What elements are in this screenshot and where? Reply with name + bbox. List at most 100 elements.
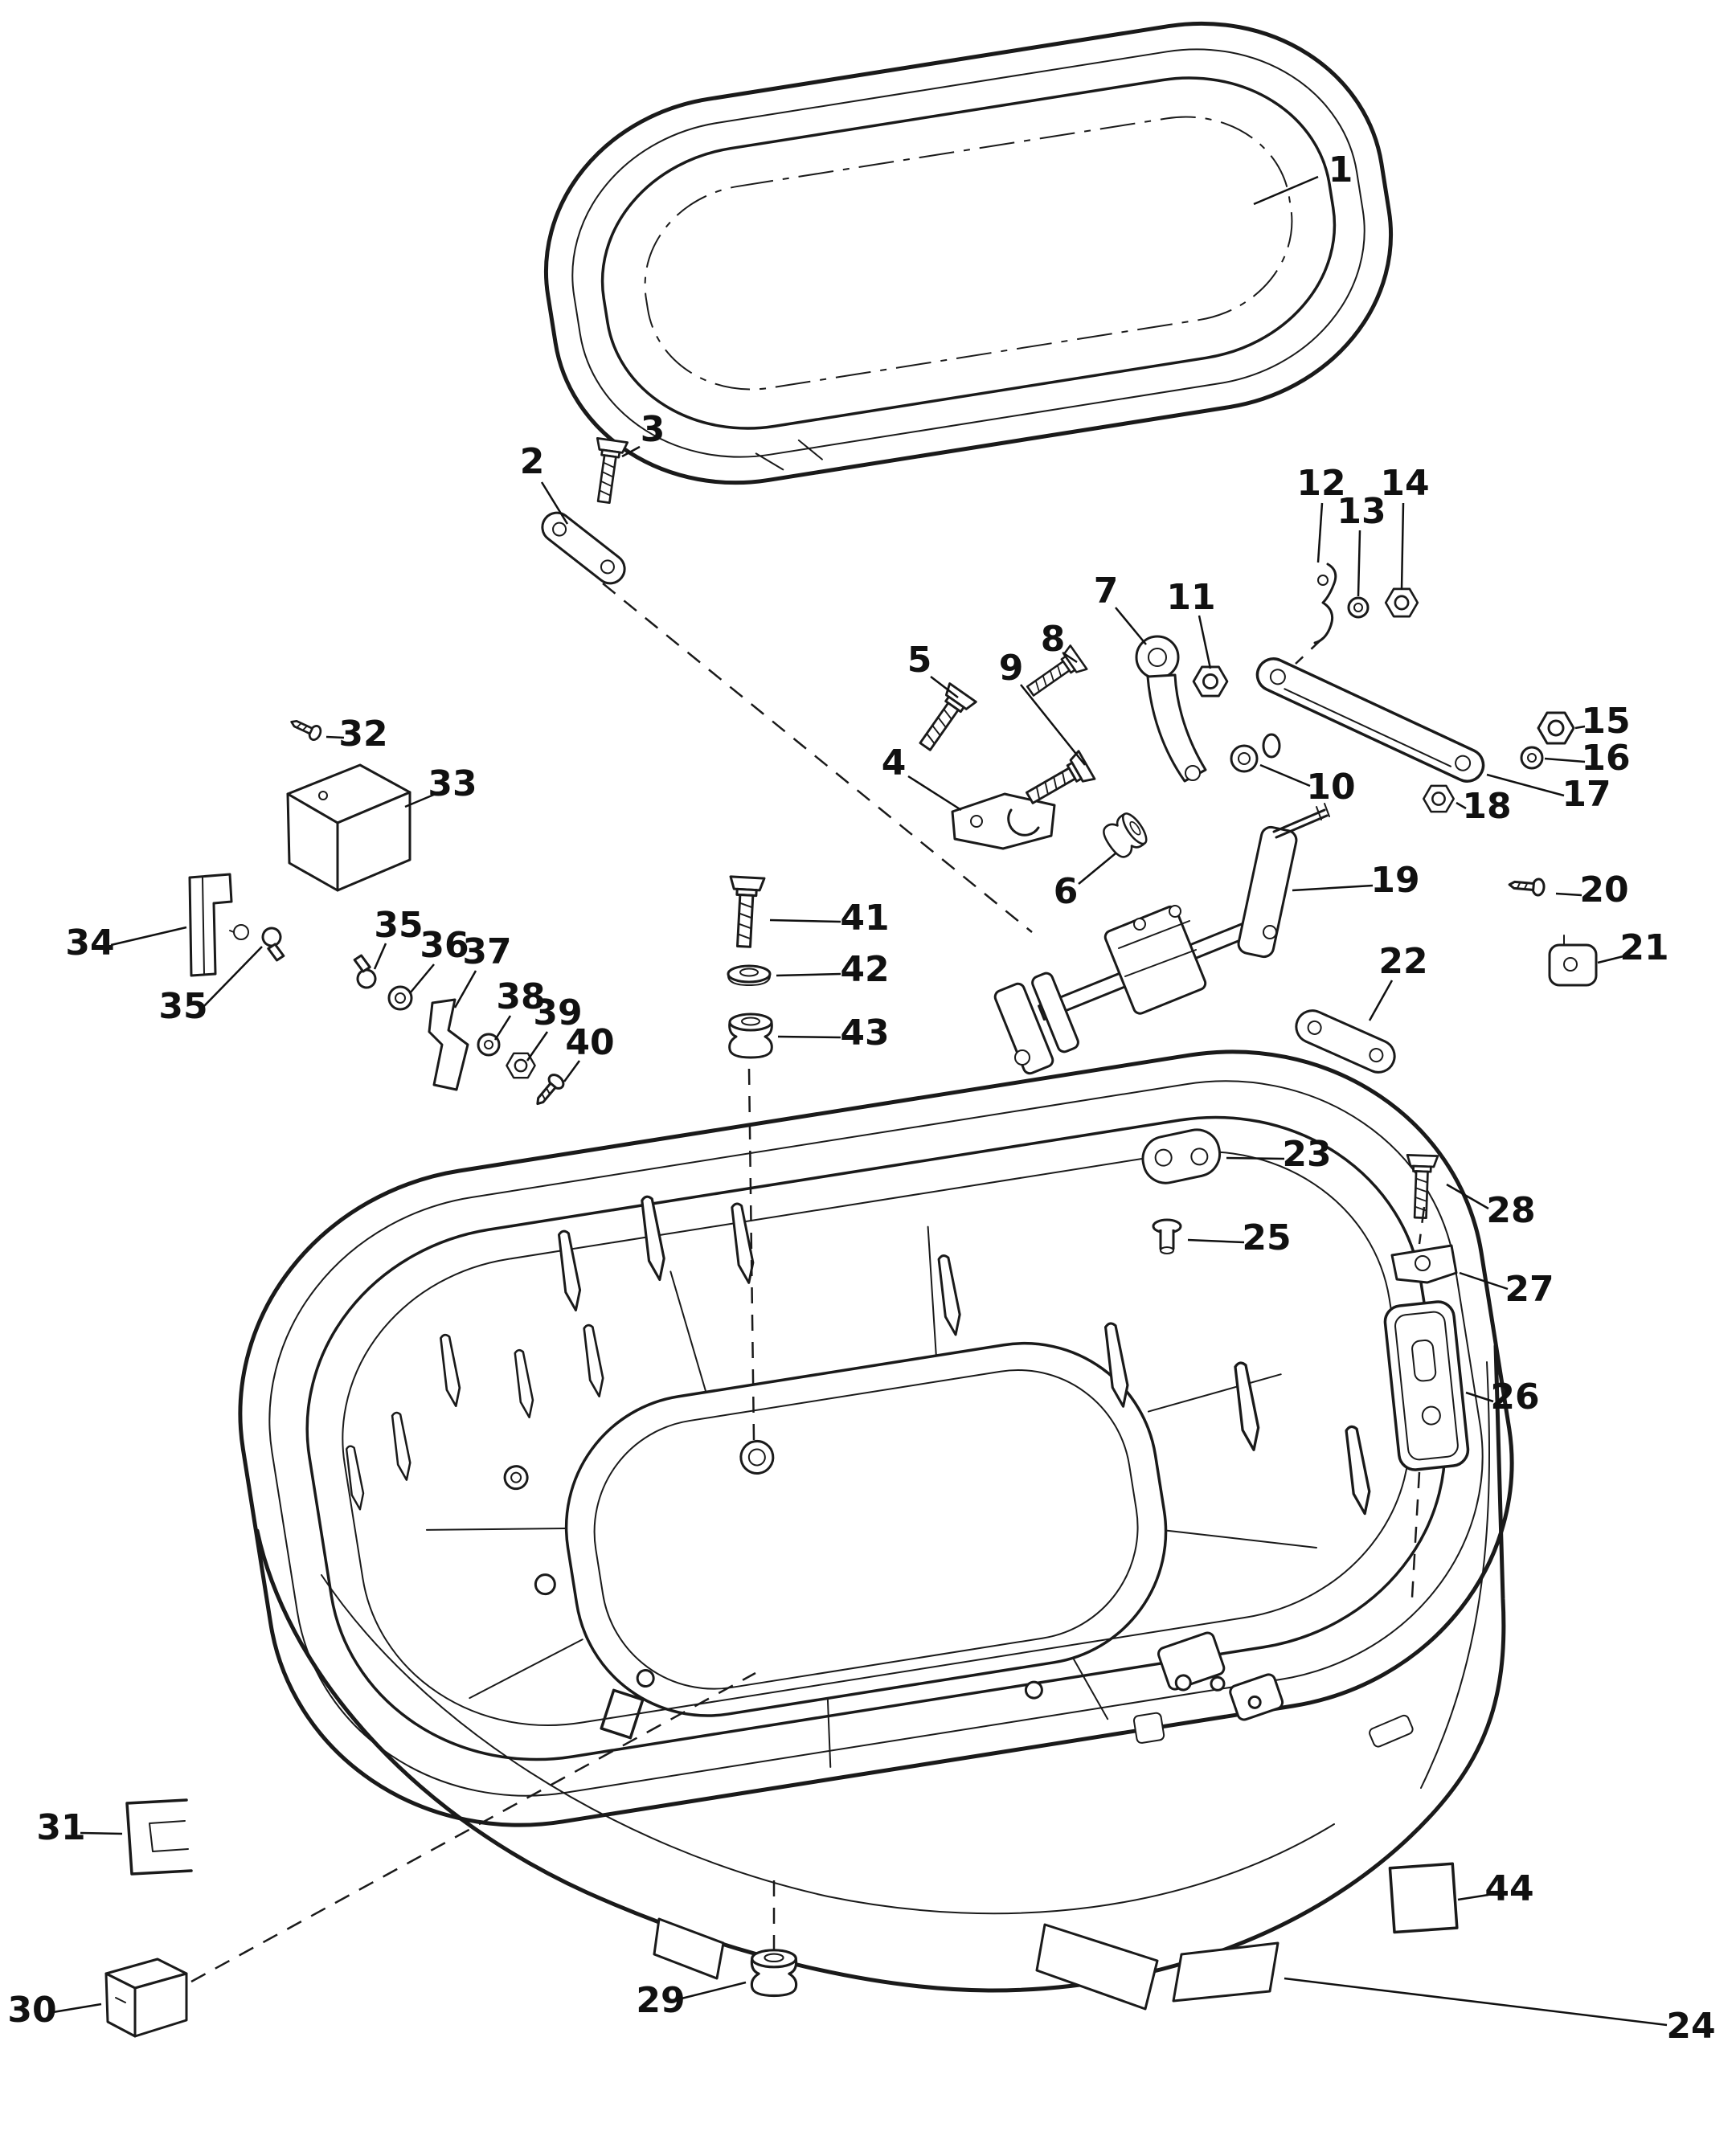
part-29-grommet <box>750 1949 798 1998</box>
callout-label-18: 18 <box>1462 786 1511 827</box>
callout-label-29: 29 <box>636 1980 685 2021</box>
callout-leader-39 <box>526 1031 549 1062</box>
callout-label-28: 28 <box>1486 1190 1535 1231</box>
callout-label-27: 27 <box>1505 1269 1554 1310</box>
callout-label-20: 20 <box>1579 869 1628 910</box>
part-43-grommet <box>728 1013 773 1059</box>
part-19-linkage <box>993 803 1330 1075</box>
callout-label-8: 8 <box>1041 619 1066 660</box>
callout-leader-40 <box>563 1060 581 1082</box>
callout-label-19: 19 <box>1370 860 1419 901</box>
callout-leader-21 <box>1597 955 1624 964</box>
callout-leader-9 <box>1020 684 1086 766</box>
callout-leader-42 <box>776 972 841 977</box>
callout-label-16: 16 <box>1581 738 1630 779</box>
callout-label-44: 44 <box>1484 1868 1533 1909</box>
top-seal-ring <box>543 21 1394 485</box>
callout-label-2: 2 <box>520 441 545 482</box>
callout-label-3: 3 <box>641 409 665 450</box>
part-4-bracket <box>951 792 1056 850</box>
callout-label-10: 10 <box>1306 767 1355 808</box>
callout-label-37: 37 <box>462 931 511 972</box>
part-14-nut <box>1384 587 1419 618</box>
part-31-clip <box>125 1798 193 1876</box>
callout-label-39: 39 <box>533 992 582 1033</box>
bottom-cowl <box>238 1049 1514 2011</box>
callout-leader-31 <box>80 1831 123 1835</box>
callout-leader-12 <box>1316 502 1324 563</box>
callout-label-24: 24 <box>1666 2006 1715 2047</box>
callout-leader-23 <box>1226 1156 1285 1160</box>
callout-label-21: 21 <box>1619 927 1668 968</box>
callout-label-15: 15 <box>1581 701 1630 742</box>
hardware-parts <box>104 437 1598 2038</box>
callout-leader-5 <box>930 676 959 698</box>
callout-leader-28 <box>1446 1183 1489 1210</box>
part-18-nut <box>1423 784 1455 813</box>
part-34-bracket <box>188 873 249 977</box>
part-2-link <box>541 511 626 585</box>
callout-label-32: 32 <box>338 714 387 755</box>
callout-leader-20 <box>1555 892 1582 897</box>
callout-leader-22 <box>1368 980 1394 1021</box>
callout-leader-17 <box>1486 773 1565 797</box>
callout-leader-19 <box>1292 884 1374 892</box>
callout-leader-37 <box>453 970 477 1008</box>
part-32-screw <box>287 714 324 743</box>
callout-label-13: 13 <box>1337 491 1386 532</box>
callout-leader-44 <box>1457 1893 1489 1901</box>
part-41-bolt <box>726 875 766 949</box>
callout-leader-35 <box>202 946 263 1008</box>
callout-label-12: 12 <box>1296 463 1345 504</box>
callout-leader-8 <box>1062 651 1078 664</box>
callout-label-14: 14 <box>1380 463 1429 504</box>
part-10-washer <box>1230 733 1281 773</box>
part-9-bolt <box>1020 750 1096 813</box>
callout-label-38: 38 <box>496 976 545 1017</box>
part-27-bracket <box>1390 1244 1458 1284</box>
callout-label-6: 6 <box>1054 871 1079 912</box>
callout-label-25: 25 <box>1242 1217 1291 1258</box>
callout-leader-38 <box>493 1015 512 1041</box>
callout-leader-29 <box>681 1981 747 2000</box>
callout-leader-25 <box>1187 1238 1245 1244</box>
callout-leader-2 <box>540 481 569 525</box>
part-5-bolt <box>911 682 977 757</box>
callout-label-22: 22 <box>1378 941 1427 982</box>
part-28-bolt <box>1404 1153 1439 1220</box>
callout-leader-30 <box>52 2003 102 2014</box>
callout-leader-4 <box>907 775 962 812</box>
callout-leader-32 <box>326 735 345 739</box>
part-16-washer <box>1520 746 1544 770</box>
callout-label-7: 7 <box>1094 571 1119 612</box>
callout-leader-7 <box>1115 607 1147 645</box>
part-20-screw <box>1507 875 1546 898</box>
callout-leader-36 <box>409 963 435 994</box>
callout-label-42: 42 <box>840 949 889 990</box>
part-15-nut <box>1537 711 1575 745</box>
part-37-fork <box>428 998 469 1091</box>
callout-label-40: 40 <box>565 1022 614 1063</box>
part-12-clip <box>1313 563 1337 644</box>
callout-label-4: 4 <box>882 743 907 783</box>
callout-label-23: 23 <box>1282 1134 1331 1175</box>
callout-leader-41 <box>769 918 841 923</box>
callout-leader-6 <box>1078 853 1116 885</box>
part-36-washer <box>387 985 413 1011</box>
callout-label-41: 41 <box>840 898 889 939</box>
callout-label-9: 9 <box>999 648 1024 689</box>
part-26-latch <box>1383 1300 1470 1471</box>
part-6-roller <box>1098 808 1152 862</box>
part-40-screw <box>530 1070 567 1111</box>
callout-label-26: 26 <box>1490 1377 1539 1418</box>
link-strap <box>1255 657 1485 783</box>
part-11-nut <box>1192 665 1229 698</box>
part-44-decal <box>1388 1862 1459 1934</box>
callout-leader-34 <box>110 926 187 947</box>
callout-label-35: 35 <box>158 986 207 1027</box>
part-23-grommet <box>1141 1128 1222 1184</box>
callout-label-33: 33 <box>428 763 477 804</box>
callout-leader-18 <box>1456 801 1467 810</box>
part-3-bolt <box>588 437 629 505</box>
